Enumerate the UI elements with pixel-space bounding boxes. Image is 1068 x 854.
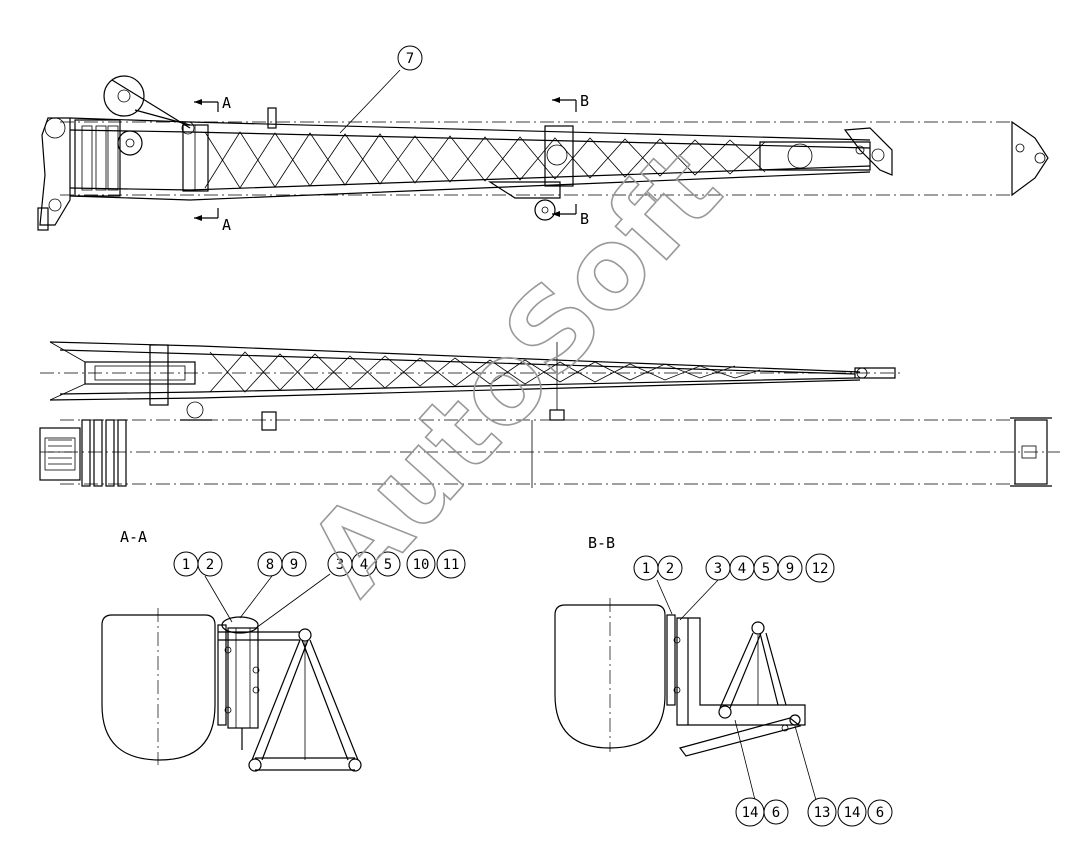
section-mark-b-top: B [580, 92, 589, 110]
callout-bb-12: 12 [812, 561, 829, 577]
section-title-aa: A-A [120, 528, 147, 546]
callout-aa-5: 5 [384, 557, 392, 573]
section-b-b: B-B 1 2 3 4 5 9 12 14 6 13 14 [554, 534, 893, 827]
section-mark-a-bottom: A [222, 216, 231, 234]
boom-plan-view [40, 341, 900, 421]
callout-bb-5: 5 [762, 561, 770, 577]
boom-side-elevation: A A B B 7 [37, 45, 1049, 234]
callout-bb-4: 4 [738, 561, 746, 577]
callout-aa-11: 11 [443, 557, 460, 573]
callout-aa-3: 3 [336, 557, 344, 573]
callout-bb-3: 3 [714, 561, 722, 577]
callout-aa-4: 4 [360, 557, 368, 573]
callout-bb-14b: 14 [844, 805, 861, 821]
section-mark-a-top: A [222, 94, 231, 112]
callout-aa-8: 8 [266, 557, 274, 573]
section-title-bb: B-B [588, 534, 615, 552]
callout-7: 7 [406, 51, 414, 67]
callout-bb-14a: 14 [742, 805, 759, 821]
callout-bb-1: 1 [642, 561, 650, 577]
watermark: AutoSoft [284, 125, 745, 617]
callout-bb-6a: 6 [772, 805, 780, 821]
callout-bb-13: 13 [814, 805, 831, 821]
callout-aa-2: 2 [206, 557, 214, 573]
callout-aa-10: 10 [413, 557, 430, 573]
callout-aa-9: 9 [290, 557, 298, 573]
callout-bb-9: 9 [786, 561, 794, 577]
boom-base-plan [39, 411, 1060, 488]
section-mark-b-bottom: B [580, 210, 589, 228]
callout-bb-6b: 6 [876, 805, 884, 821]
section-a-a: A-A 1 2 8 9 3 4 5 [101, 528, 466, 772]
callout-bb-2: 2 [666, 561, 674, 577]
callout-aa-1: 1 [182, 557, 190, 573]
